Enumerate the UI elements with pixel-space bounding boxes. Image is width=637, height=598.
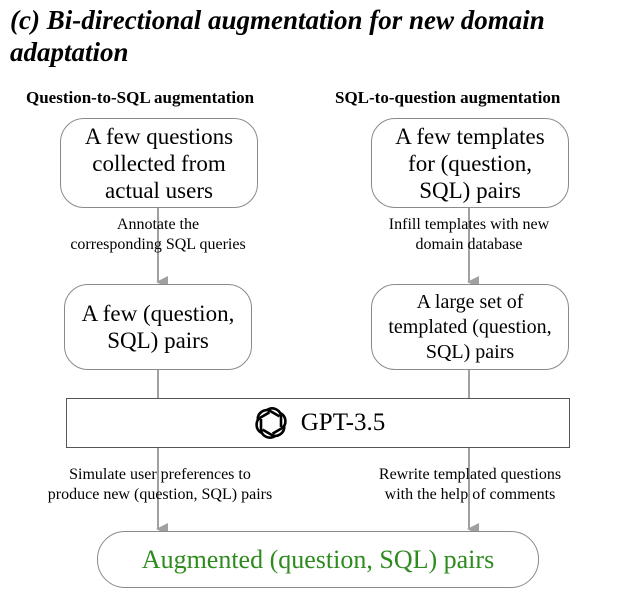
box-line: A few (question, <box>81 301 235 326</box>
left-column-header: Question-to-SQL augmentation <box>26 88 255 107</box>
box-line: A large set of <box>416 290 524 313</box>
box-line: A few questions <box>84 123 234 149</box>
box-line: actual users <box>105 177 213 203</box>
box-line: SQL) pairs <box>425 340 515 363</box>
edge-label-line: produce new (question, SQL) pairs <box>47 486 273 503</box>
edge-label-line: Rewrite templated questions <box>378 466 562 483</box>
gpt-model-bar: GPT-3.5 <box>66 398 570 448</box>
edge-label-line: corresponding SQL queries <box>70 236 246 253</box>
box-few-pairs: A few (question, SQL) pairs <box>64 284 252 370</box>
box-line: for (question, <box>408 150 532 176</box>
edge-label-line: Annotate the <box>116 216 200 233</box>
box-line: A few templates <box>395 123 545 149</box>
edge-label-rewrite: Rewrite templated questions with the hel… <box>354 465 586 505</box>
edge-label-infill: Infill templates with new domain databas… <box>360 215 578 255</box>
box-line: templated (question, <box>388 315 552 338</box>
right-column-header: SQL-to-question augmentation <box>335 88 561 107</box>
box-line: SQL) pairs <box>107 328 209 353</box>
edge-label-line: domain database <box>415 236 523 253</box>
figure-title: (c) Bi-directional augmentation for new … <box>10 4 630 68</box>
augmented-pairs-box: Augmented (question, SQL) pairs <box>97 531 539 588</box>
edge-label-line: Simulate user preferences to <box>69 466 251 483</box>
figure-title-line-2: adaptation <box>10 37 129 67</box>
augmented-pairs-label: Augmented (question, SQL) pairs <box>141 544 495 574</box>
edge-label-annotate: Annotate the corresponding SQL queries <box>42 215 274 255</box>
box-templates: A few templates for (question, SQL) pair… <box>371 118 569 208</box>
edge-label-line: Infill templates with new <box>388 216 550 233</box>
model-name: GPT-3.5 <box>300 409 386 436</box>
openai-logo-icon <box>251 403 291 443</box>
box-line: collected from <box>92 150 226 176</box>
box-questions-from-users: A few questions collected from actual us… <box>60 118 258 208</box>
figure-title-line-1: (c) Bi-directional augmentation for new … <box>10 5 545 35</box>
box-line: SQL) pairs <box>419 177 521 203</box>
edge-label-simulate: Simulate user preferences to produce new… <box>14 465 306 505</box>
box-templated-pairs: A large set of templated (question, SQL)… <box>371 284 569 370</box>
edge-label-line: with the help of comments <box>384 486 556 503</box>
